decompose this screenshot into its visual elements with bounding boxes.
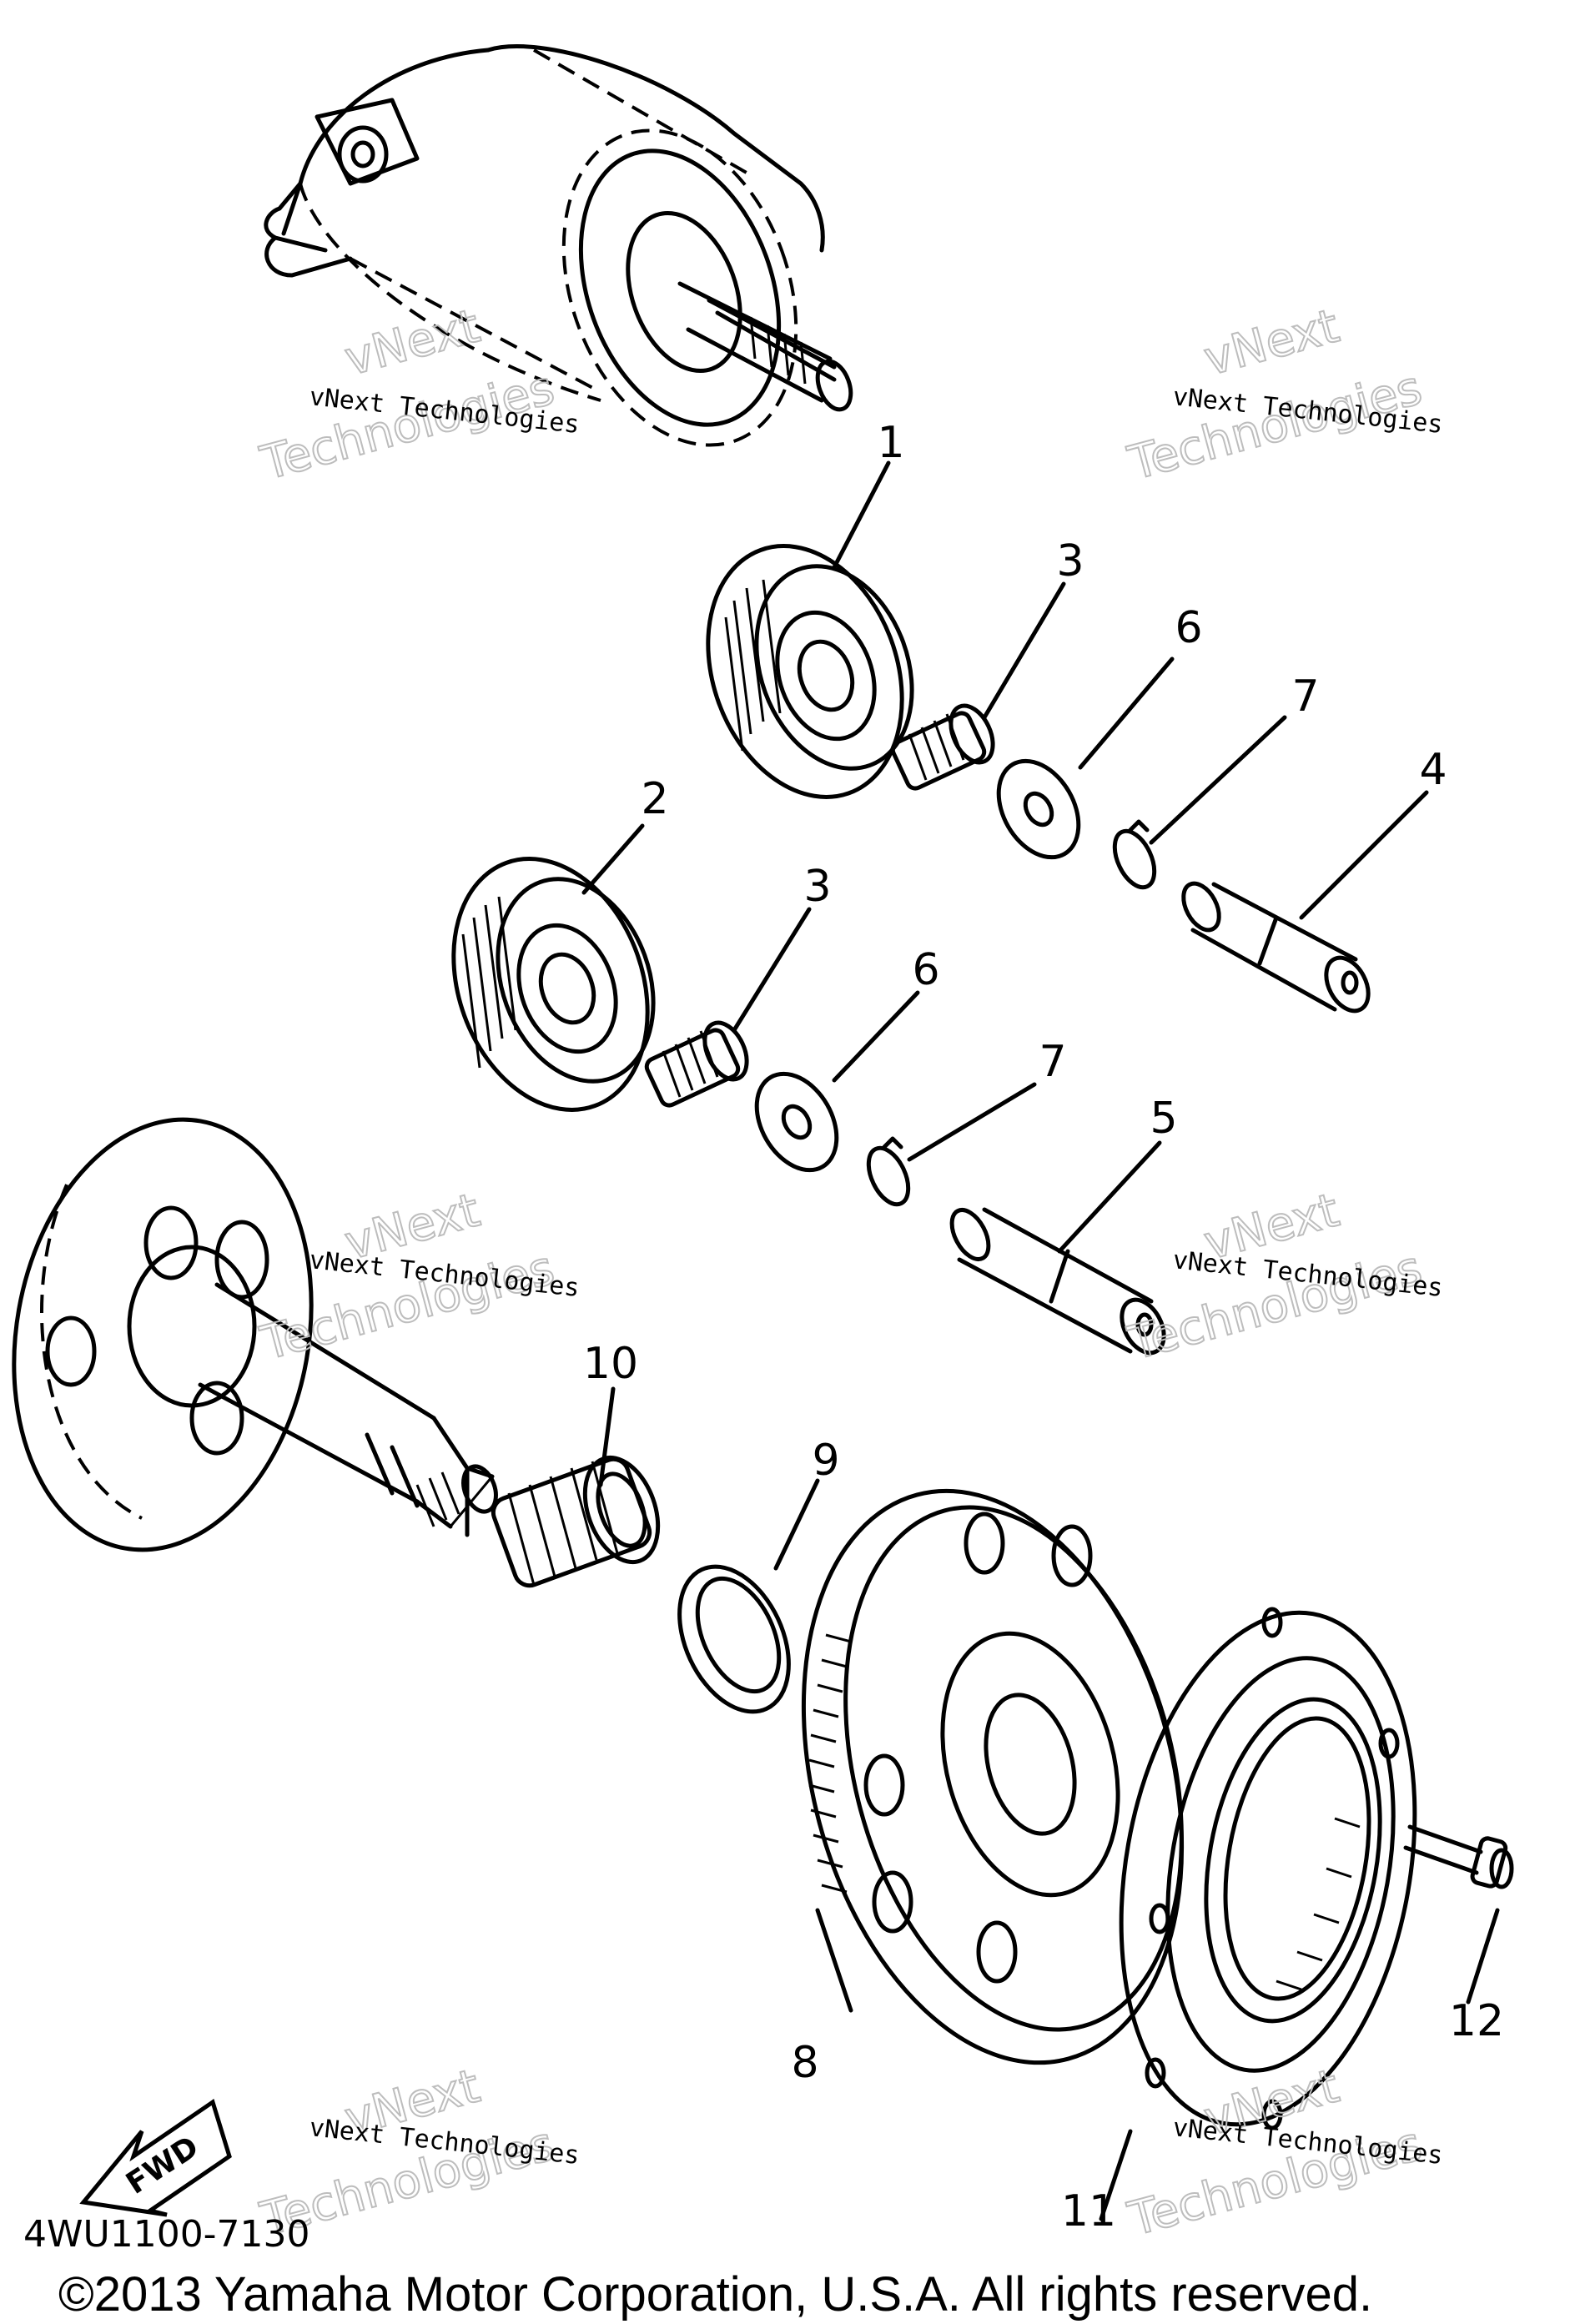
- callout-6b: 6: [912, 945, 939, 995]
- washer-6a: [996, 758, 1081, 860]
- starter-clutch-shaft: [12, 1117, 498, 1552]
- callout-numbers: 1 2 3 3 4 5 6 6 7 7 8 9 10 11 12: [583, 418, 1504, 2236]
- needle-bearing-3a: [890, 703, 995, 791]
- watermark-top-right: vNext Technologies vNext Technologies: [1122, 298, 1444, 491]
- callout-7b: 7: [1039, 1037, 1066, 1087]
- watermark-group: vNext Technologies vNext Technologies vN…: [254, 298, 1444, 2247]
- callout-11: 11: [1061, 2186, 1116, 2236]
- callout-5: 5: [1150, 1094, 1177, 1144]
- callout-6a: 6: [1175, 603, 1202, 653]
- callout-2: 2: [641, 774, 668, 824]
- washer-6b: [754, 1071, 839, 1173]
- one-way-clutch-11: [1119, 1607, 1417, 2130]
- circlip-7a: [1112, 819, 1157, 890]
- fwd-arrow-icon: FWD: [79, 2099, 232, 2217]
- watermark-mid-left: vNext Technologies vNext Technologies: [254, 1182, 581, 1371]
- washer-9: [677, 1564, 791, 1714]
- svg-text:vNext: vNext: [1199, 299, 1345, 386]
- callout-8: 8: [791, 2038, 818, 2088]
- idler-gear-2: [451, 857, 656, 1112]
- shaft-5: [949, 1207, 1166, 1356]
- needle-bearing-3b: [644, 1020, 749, 1108]
- watermark-mid-right: vNext Technologies vNext Technologies: [1122, 1182, 1444, 1371]
- watermark-top-left: vNext Technologies vNext Technologies: [254, 298, 581, 491]
- callout-7a: 7: [1291, 672, 1319, 722]
- callout-10: 10: [583, 1339, 638, 1389]
- leader-lines: [581, 460, 1500, 2221]
- circlip-7b: [866, 1136, 911, 1207]
- needle-bearing-10: [491, 1455, 661, 1588]
- copyright-notice: ©2013 Yamaha Motor Corporation, U.S.A. A…: [58, 2267, 1372, 2321]
- callout-12: 12: [1449, 1996, 1504, 2046]
- bolt-12: [1403, 1824, 1514, 1889]
- part-code: 4WU1100-7130: [23, 2213, 310, 2256]
- starter-wheel-gear-8: [801, 1488, 1185, 2065]
- starter-motor: [264, 44, 853, 447]
- idler-gear-1: [706, 544, 914, 799]
- watermark-bottom-right: vNext Technologies vNext Technologies: [1122, 2058, 1444, 2247]
- callout-1: 1: [877, 418, 904, 468]
- callout-9: 9: [812, 1436, 839, 1486]
- shaft-4: [1181, 881, 1371, 1014]
- callout-4: 4: [1419, 745, 1447, 795]
- callout-3a: 3: [1056, 536, 1084, 586]
- callout-3b: 3: [803, 862, 831, 912]
